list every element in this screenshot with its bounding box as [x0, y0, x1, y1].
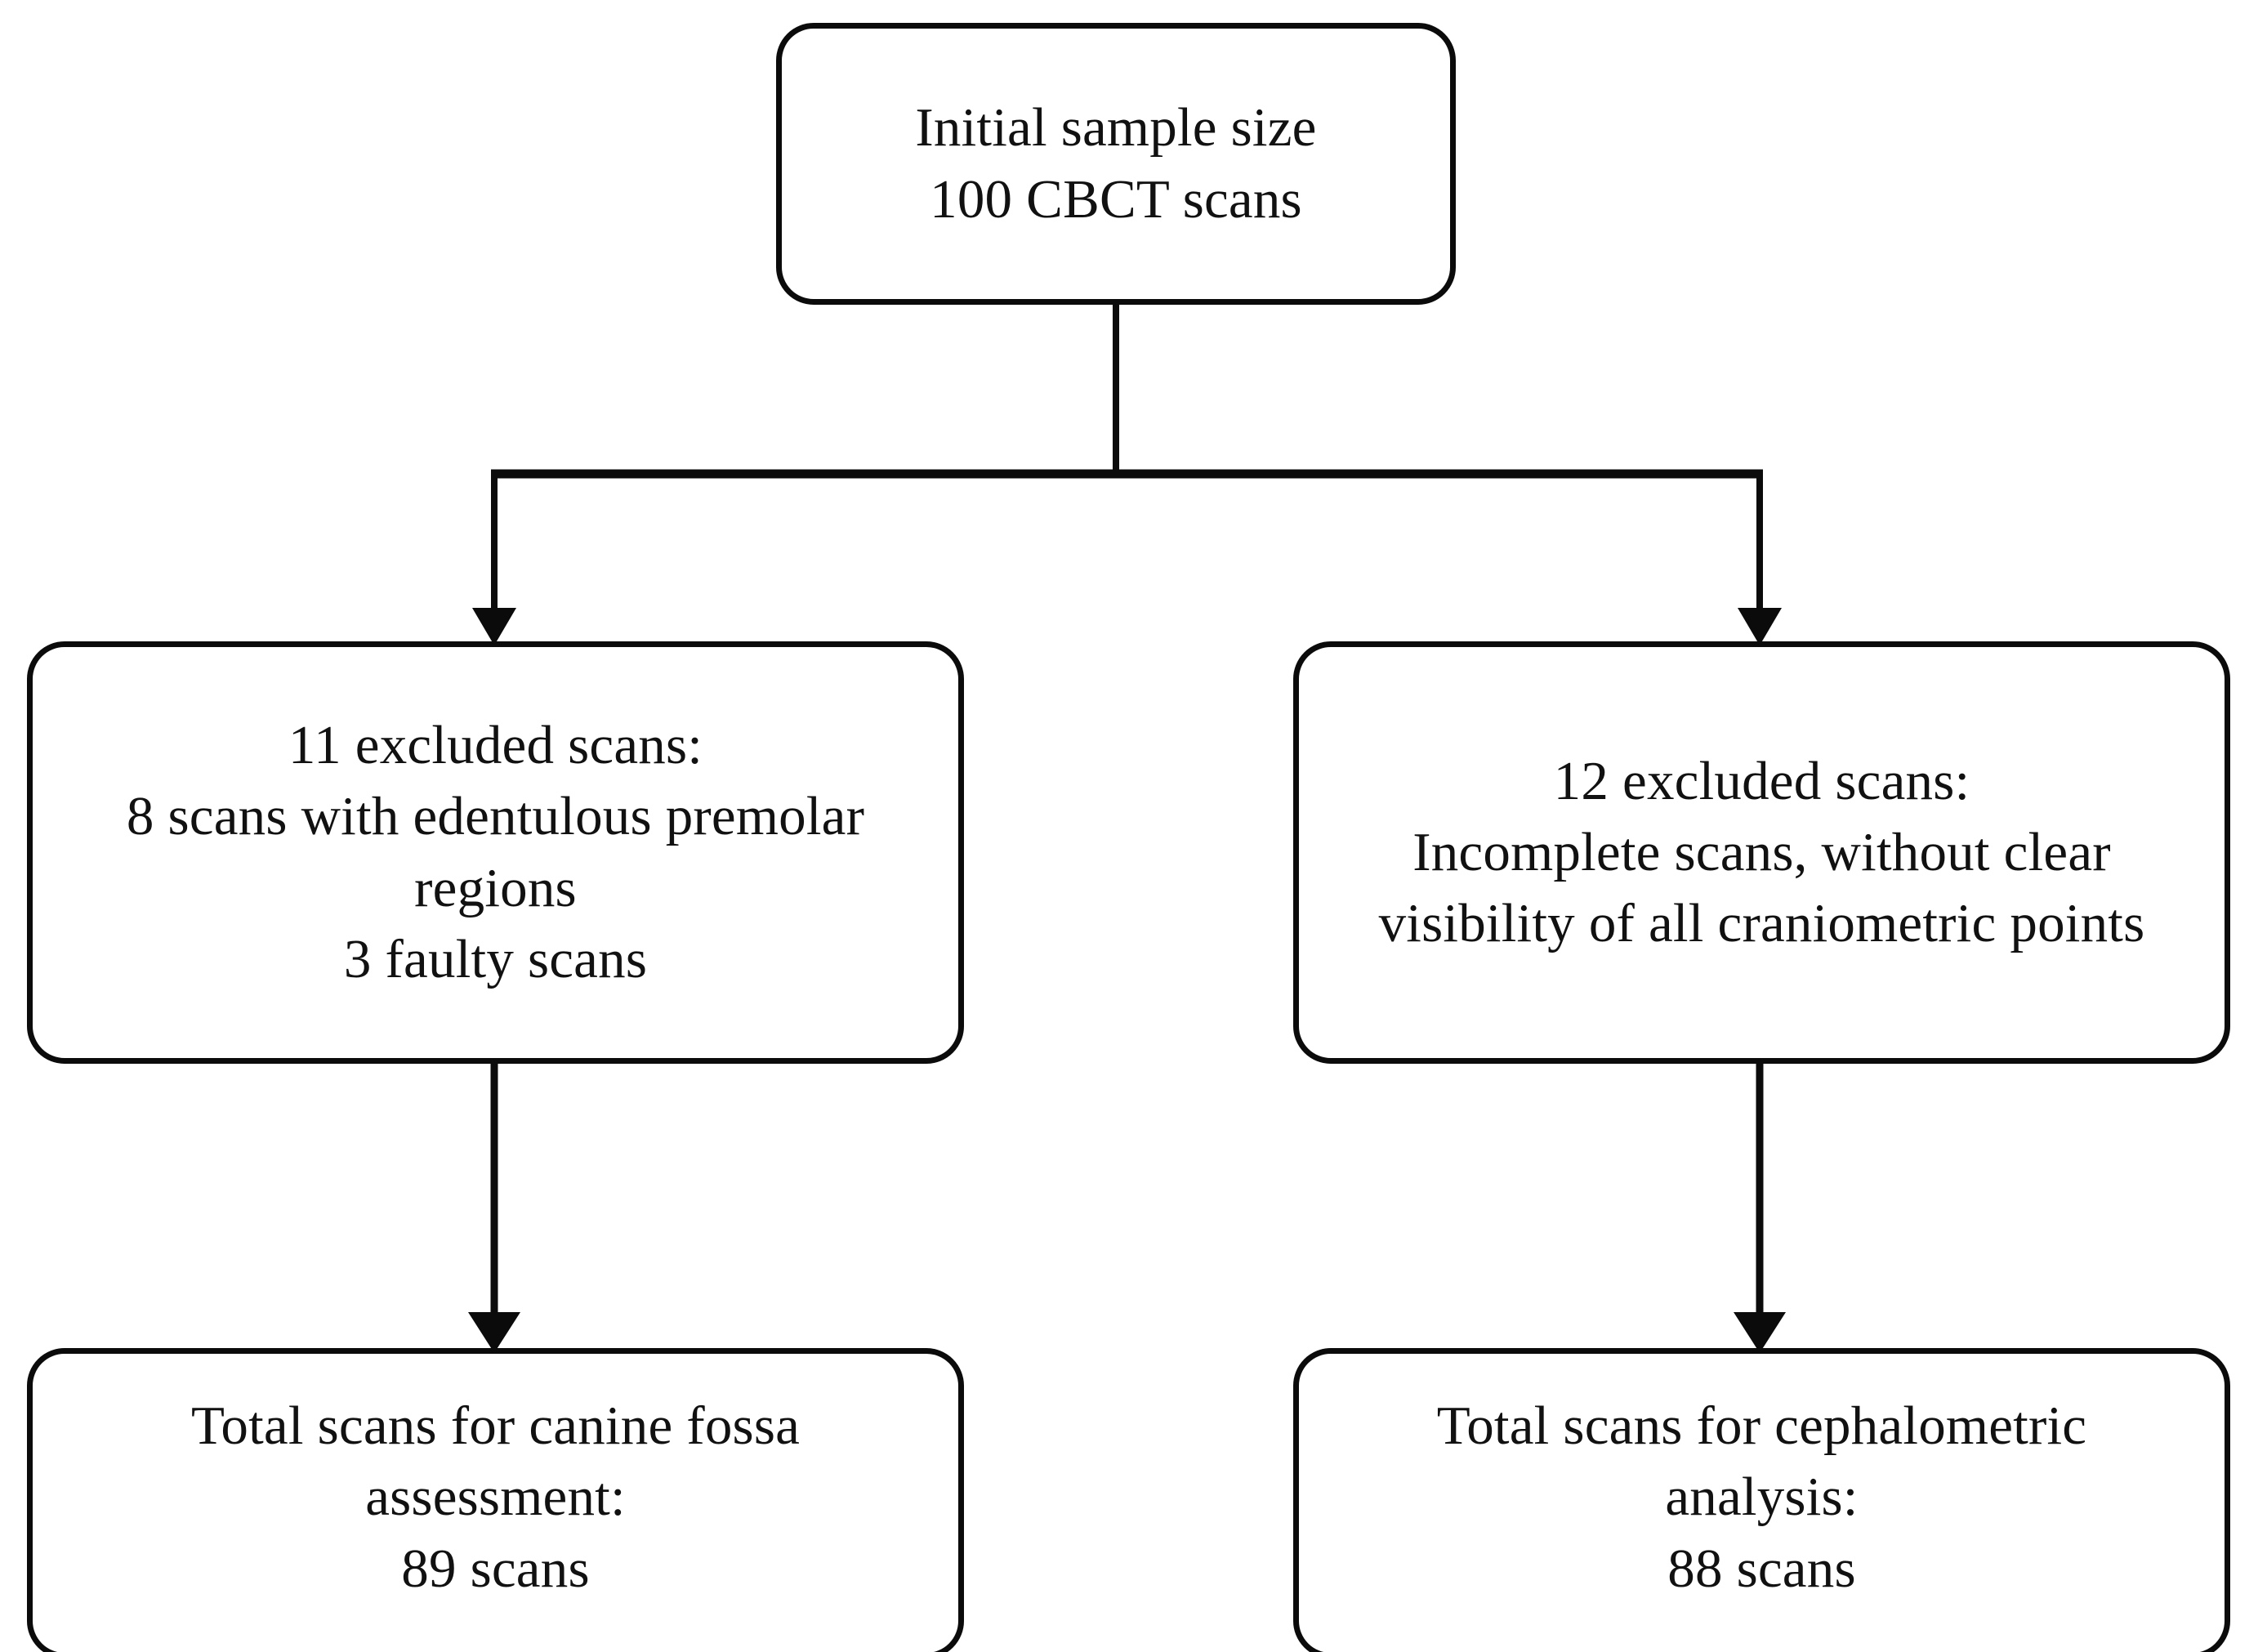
node-initial-sample-size: Initial sample size 100 CBCT scans — [776, 23, 1456, 305]
node-initial-sample-size-label: Initial sample size 100 CBCT scans — [915, 97, 1317, 230]
arrowhead-to-excluded-right — [1738, 608, 1782, 645]
arrowhead-to-total-right — [1734, 1312, 1786, 1353]
node-excluded-scans-cephalometric-label: 12 excluded scans: Incomplete scans, wit… — [1378, 750, 2145, 954]
node-total-scans-canine-fossa-label: Total scans for canine fossa assessment:… — [190, 1395, 801, 1599]
arrowhead-to-total-left — [468, 1312, 520, 1353]
node-excluded-scans-cephalometric: 12 excluded scans: Incomplete scans, wit… — [1293, 641, 2230, 1064]
node-excluded-scans-canine-fossa: 11 excluded scans: 8 scans with edentulo… — [27, 641, 964, 1064]
node-total-scans-cephalometric: Total scans for cephalometric analysis: … — [1293, 1348, 2230, 1652]
arrowhead-to-excluded-left — [472, 608, 516, 645]
node-excluded-scans-canine-fossa-label: 11 excluded scans: 8 scans with edentulo… — [126, 715, 865, 989]
node-total-scans-cephalometric-label: Total scans for cephalometric analysis: … — [1436, 1395, 2087, 1599]
node-total-scans-canine-fossa: Total scans for canine fossa assessment:… — [27, 1348, 964, 1652]
